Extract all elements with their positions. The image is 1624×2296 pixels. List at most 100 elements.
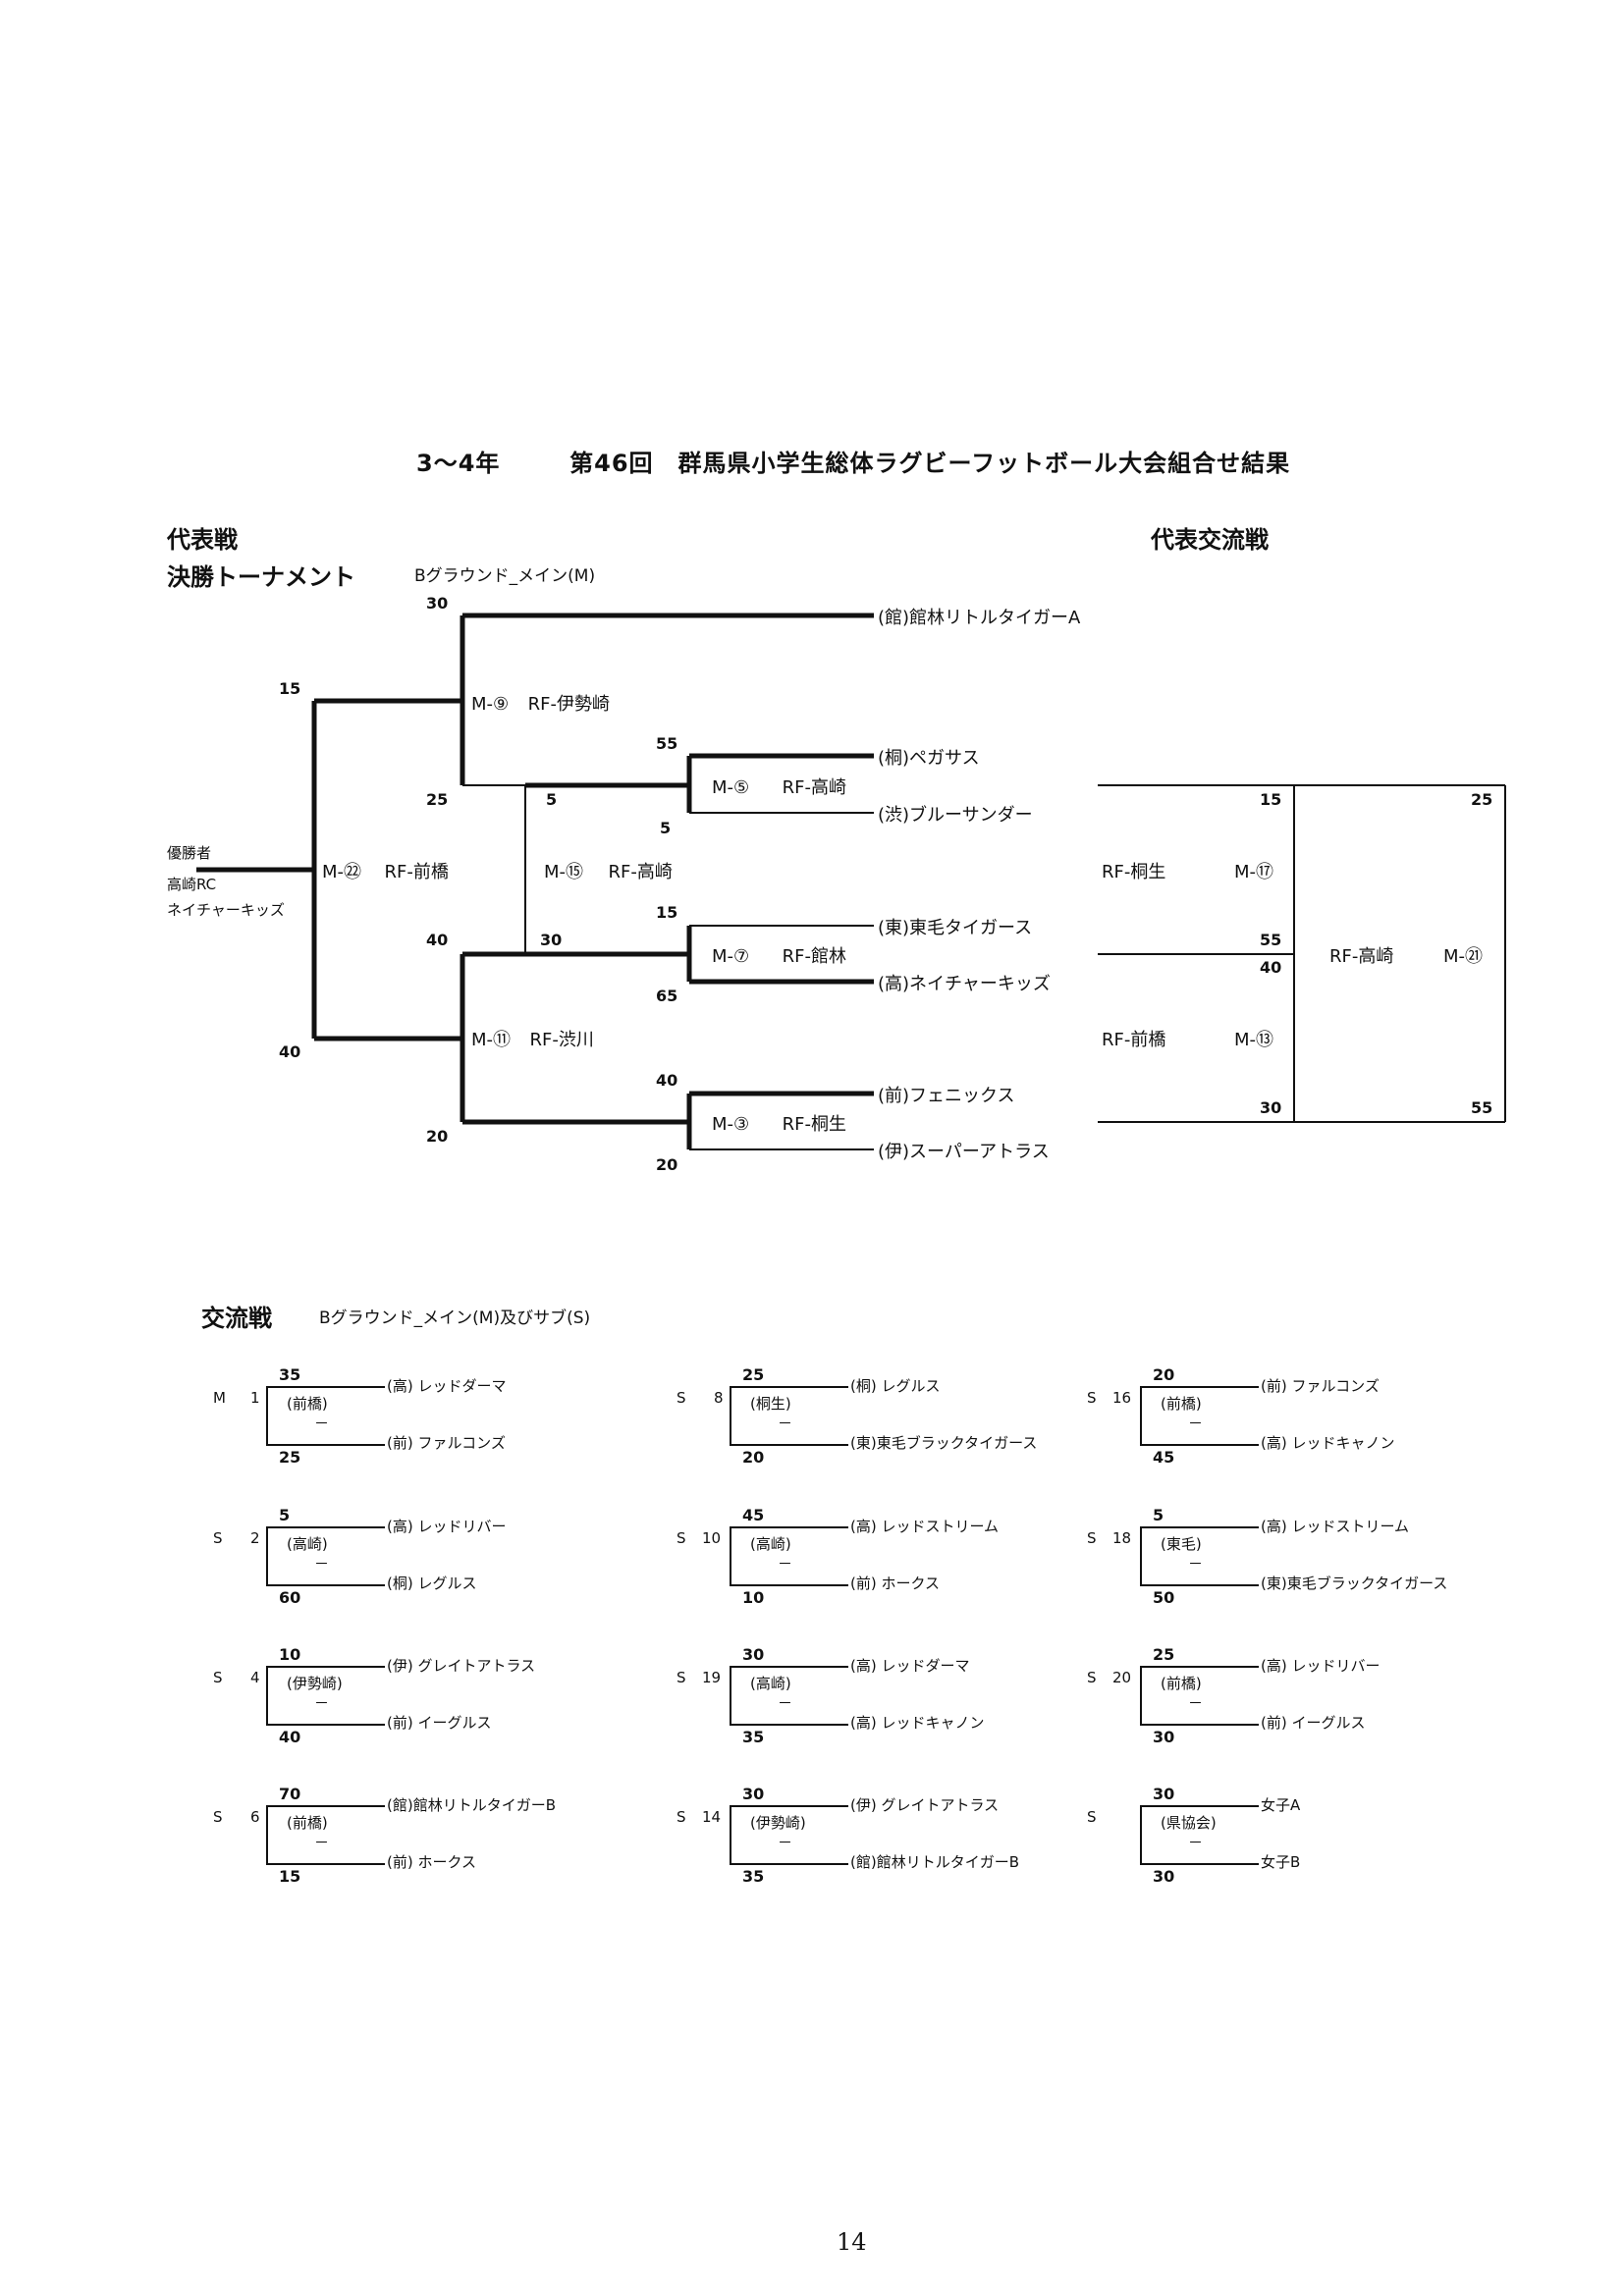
team-label: (伊)スーパーアトラス: [878, 1142, 1050, 1162]
game-score-bottom: 45: [1153, 1448, 1175, 1467]
exchange-rep-m21-ref: RF-高崎: [1329, 946, 1394, 967]
match-m11: M-⑪ RF-渋川: [471, 1026, 594, 1051]
game-bracket: [730, 1526, 848, 1586]
title-event: 第46回 群馬県小学生総体ラグビーフットボール大会組合せ結果: [569, 450, 1291, 477]
title-grade: 3～4年: [416, 450, 501, 477]
game-score-top: 25: [742, 1365, 765, 1384]
game-bracket: [1140, 1805, 1259, 1865]
game-team-top: (桐) レグルス: [850, 1377, 941, 1395]
game-score-top: 45: [742, 1506, 765, 1524]
game-field: S: [1087, 1529, 1097, 1547]
exchange-ground-label: Bグラウンド_メイン(M)及びサブ(S): [319, 1308, 591, 1328]
score: 15: [279, 679, 301, 698]
game-dash: －: [314, 1834, 330, 1851]
score: 40: [1260, 958, 1282, 977]
match-m15: M-⑮ RF-高崎: [544, 858, 673, 883]
match-m7: M-⑦ RF-館林: [712, 942, 846, 968]
game-number: 4: [250, 1669, 260, 1686]
game-team-bottom: (館)館林リトルタイガーB: [850, 1853, 1019, 1871]
game-dash: －: [1188, 1834, 1204, 1851]
game-score-bottom: 50: [1153, 1588, 1175, 1607]
game-team-bottom: (桐) レグルス: [387, 1575, 477, 1592]
game-team-top: (高) レッドダーマ: [850, 1657, 970, 1675]
game-team-bottom: (前) イーグルス: [1261, 1714, 1366, 1732]
game-team-top: (高) レッドリバー: [387, 1518, 507, 1535]
game-dash: －: [778, 1415, 793, 1432]
score: 5: [660, 819, 672, 837]
score: 20: [656, 1155, 678, 1174]
game-score-bottom: 30: [1153, 1867, 1175, 1886]
game-field: S: [1087, 1389, 1097, 1407]
game-score-bottom: 20: [742, 1448, 765, 1467]
match-id: M-⑮: [544, 862, 584, 882]
game-number: 18: [1112, 1529, 1132, 1547]
game-team-bottom: (前) ホークス: [850, 1575, 941, 1592]
match-referee: RF-高崎: [782, 777, 846, 798]
game-field: S: [213, 1669, 223, 1686]
game-score-top: 35: [279, 1365, 301, 1384]
team-label: (館)館林リトルタイガーA: [878, 608, 1081, 628]
exchange-rep-m17-ref: RF-桐生: [1102, 862, 1166, 882]
score: 55: [656, 734, 678, 753]
game-number: 6: [250, 1808, 260, 1826]
game-score-top: 30: [742, 1785, 765, 1803]
game-score-top: 25: [1153, 1645, 1175, 1664]
game-team-top: (高) レッドダーマ: [387, 1377, 507, 1395]
score: 40: [279, 1042, 301, 1061]
match-referee: RF-前橋: [384, 862, 449, 882]
game-bracket: [1140, 1386, 1259, 1446]
game-team-top: (館)館林リトルタイガーB: [387, 1796, 556, 1814]
exchange-heading: 交流戦: [201, 1305, 272, 1332]
game-team-bottom: (前) イーグルス: [387, 1714, 492, 1732]
match-m9: M-⑨ RF-伊勢崎: [471, 690, 610, 716]
game-dash: －: [314, 1694, 330, 1712]
score: 30: [1260, 1098, 1282, 1117]
match-id: M-㉒: [322, 862, 362, 882]
game-venue: (高崎): [750, 1535, 791, 1553]
game-field: S: [213, 1529, 223, 1547]
game-score-bottom: 25: [279, 1448, 301, 1467]
game-bracket: [266, 1526, 385, 1586]
score: 55: [1260, 931, 1282, 949]
game-bracket: [730, 1386, 848, 1446]
game-bracket: [266, 1805, 385, 1865]
game-score-top: 5: [1153, 1506, 1164, 1524]
match-m5: M-⑤ RF-高崎: [712, 774, 846, 799]
match-id: M-③: [712, 1114, 750, 1135]
tournament-heading: 決勝トーナメント: [167, 563, 355, 591]
score: 15: [1260, 790, 1282, 809]
game-dash: －: [778, 1555, 793, 1573]
game-field: S: [1087, 1808, 1097, 1826]
game-number: 19: [702, 1669, 722, 1686]
exchange-rep-m17-id: M-⑰: [1234, 862, 1274, 882]
match-m3: M-③ RF-桐生: [712, 1110, 846, 1136]
match-id: M-⑦: [712, 946, 750, 967]
game-score-top: 20: [1153, 1365, 1175, 1384]
match-referee: RF-館林: [782, 946, 846, 967]
game-dash: －: [1188, 1555, 1204, 1573]
game-team-bottom: (東)東毛ブラックタイガース: [850, 1434, 1038, 1452]
game-dash: －: [314, 1555, 330, 1573]
page-number: 14: [837, 2228, 867, 2256]
score: 40: [426, 931, 449, 949]
team-label: (桐)ペガサス: [878, 748, 980, 769]
game-bracket: [1140, 1666, 1259, 1726]
game-score-bottom: 15: [279, 1867, 301, 1886]
team-label: (東)東毛タイガース: [878, 918, 1033, 938]
rep-heading: 代表戦: [167, 526, 238, 554]
score: 15: [656, 903, 678, 922]
score: 25: [426, 790, 449, 809]
game-venue: (伊勢崎): [750, 1814, 806, 1832]
game-venue: (高崎): [287, 1535, 328, 1553]
game-score-top: 5: [279, 1506, 291, 1524]
team-label: (渋)ブルーサンダー: [878, 805, 1033, 826]
champion-line-2: ネイチャーキッズ: [167, 901, 285, 919]
match-id: M-⑤: [712, 777, 750, 798]
game-score-top: 70: [279, 1785, 301, 1803]
rep-ground-label: Bグラウンド_メイン(M): [414, 566, 596, 586]
game-venue: (伊勢崎): [287, 1675, 343, 1692]
